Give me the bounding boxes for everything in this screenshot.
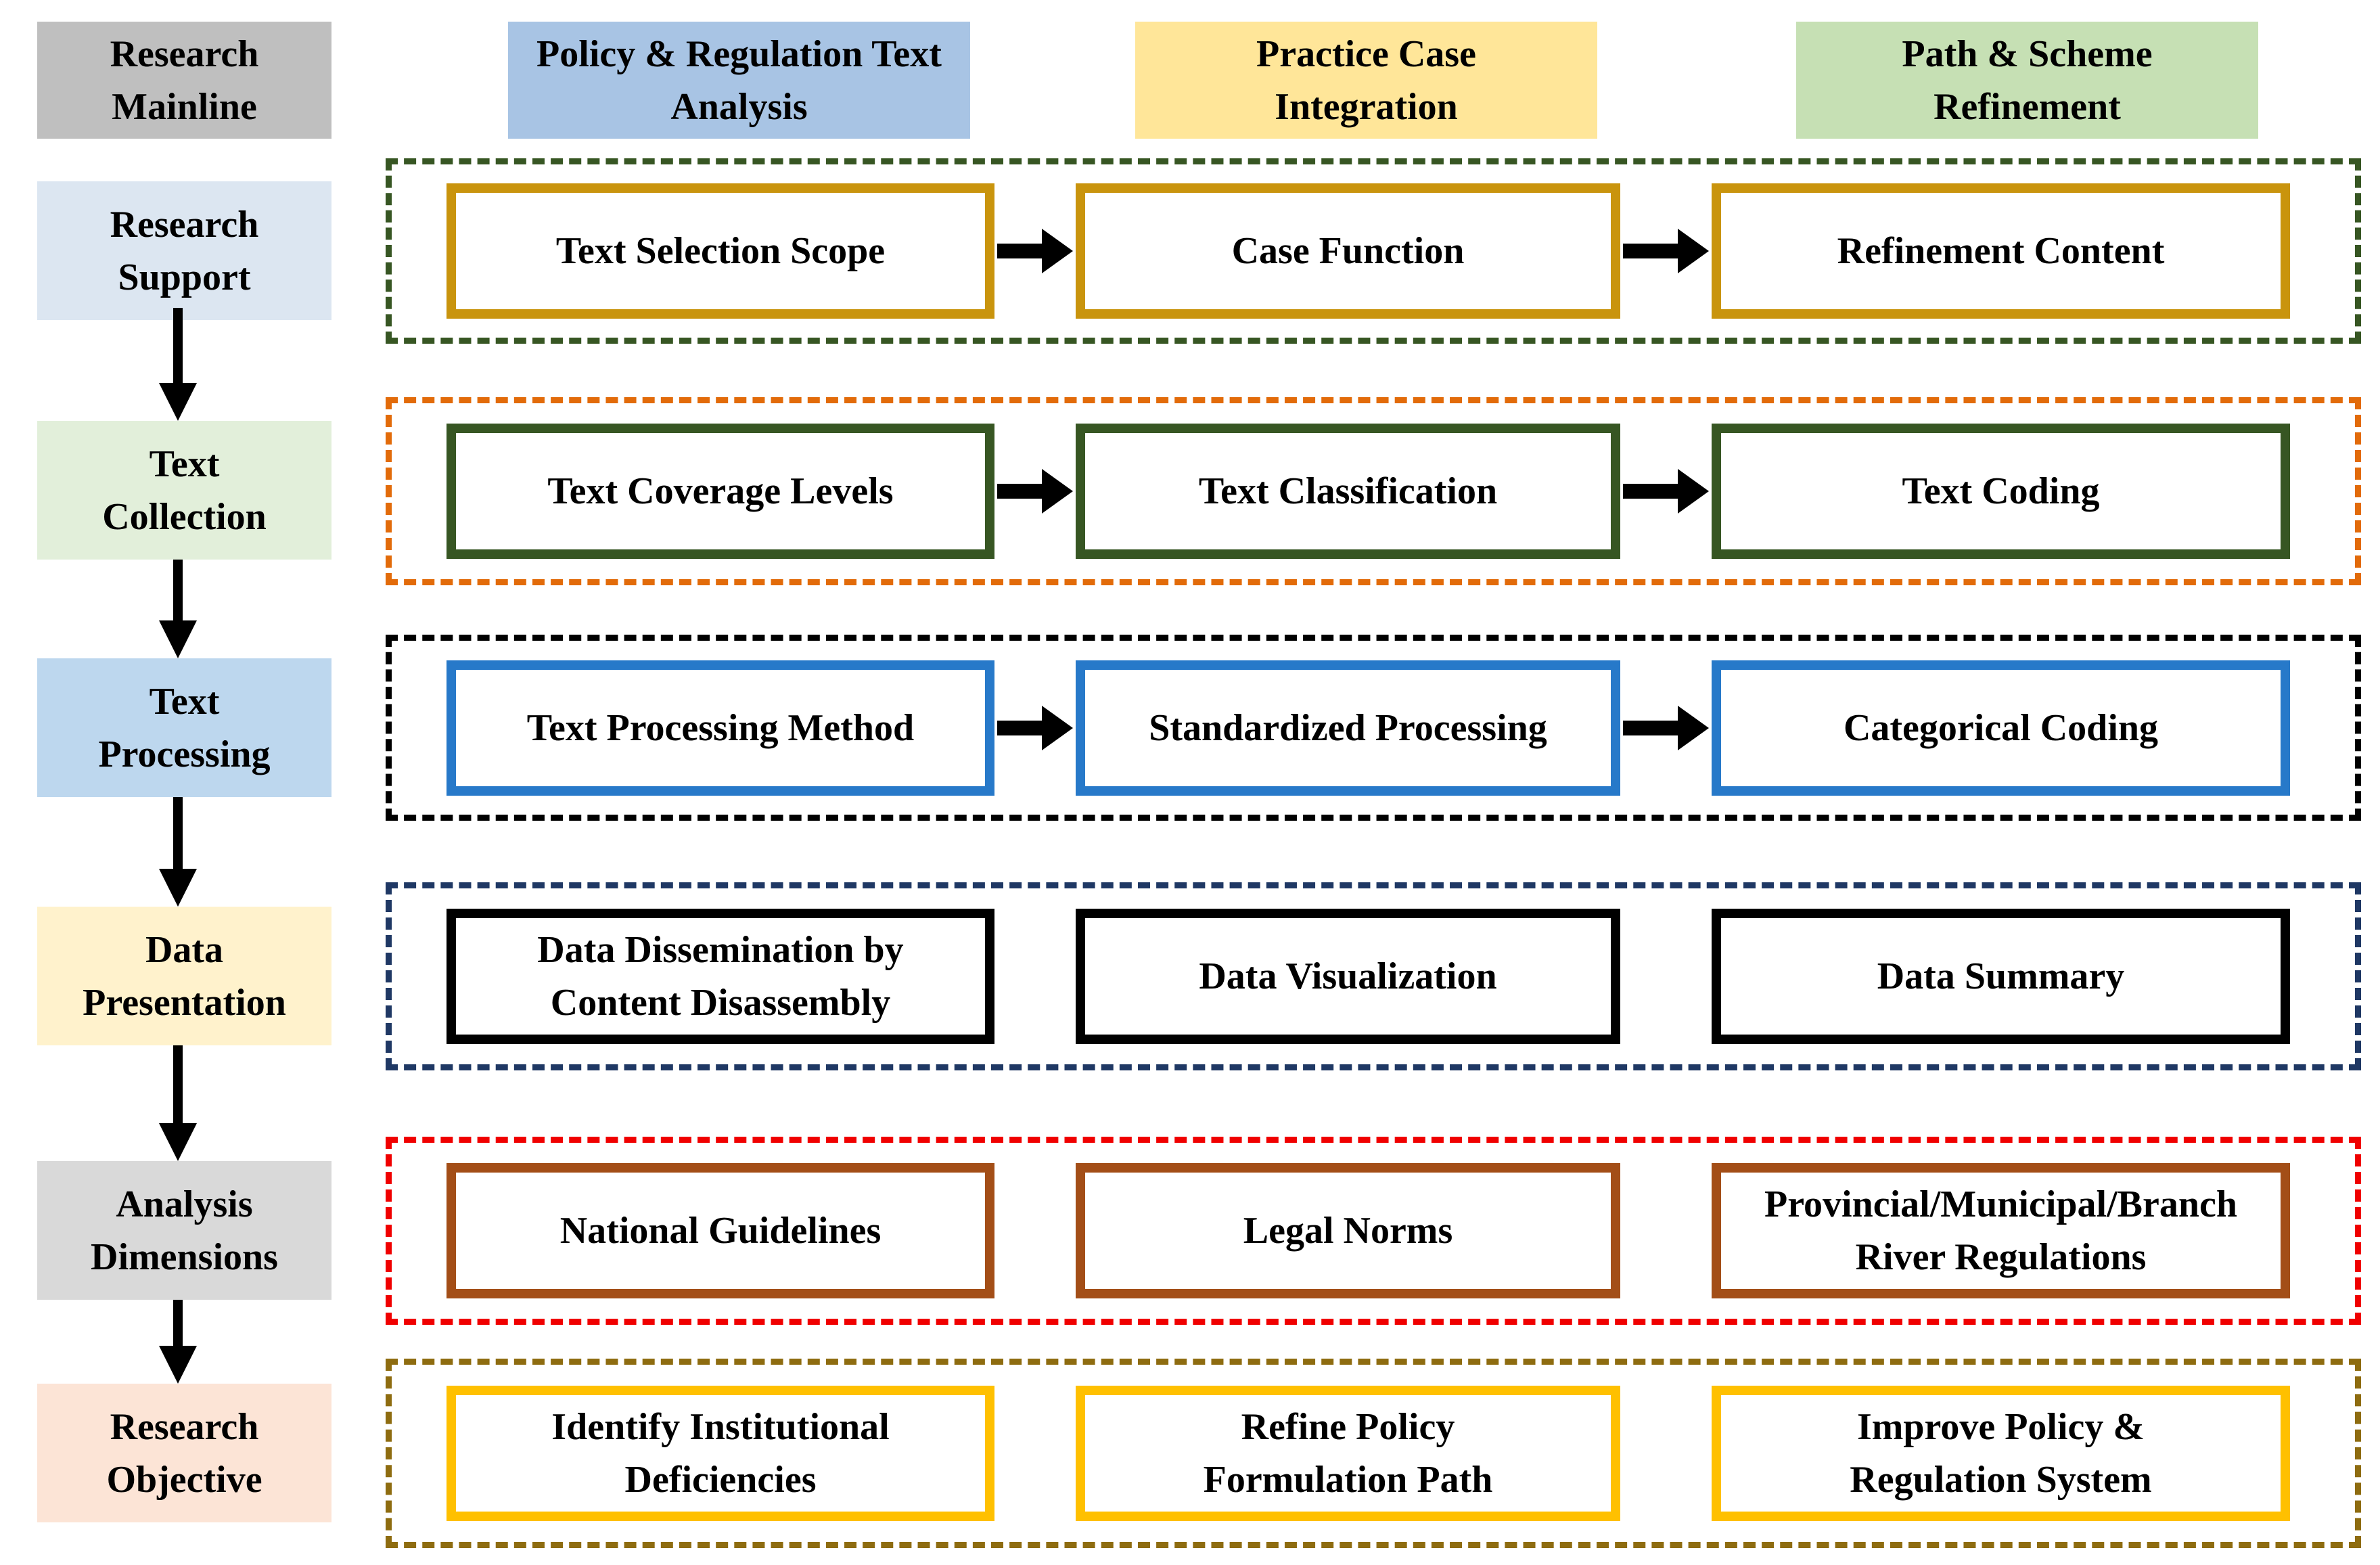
flow-box-national-guidelines: National Guidelines — [447, 1163, 994, 1298]
flow-box-refinement-content: Refinement Content — [1712, 183, 2290, 319]
header-path-scheme-refinement: Path & Scheme Refinement — [1796, 22, 2258, 139]
flow-box-label: Data Dissemination by Content Disassembl… — [537, 929, 904, 1024]
flow-box-label: Text Selection Scope — [555, 230, 886, 272]
flow-box-data-visualization: Data Visualization — [1076, 909, 1620, 1044]
flow-box-label: Text Coverage Levels — [547, 470, 894, 512]
stage-label: Text Collection — [102, 443, 267, 538]
header-label: Practice Case Integration — [1256, 32, 1476, 128]
flow-box-text-processing-method: Text Processing Method — [447, 660, 994, 796]
flow-box-label: Data Summary — [1877, 955, 2125, 997]
stage-label: Research Support — [110, 203, 259, 298]
header-practice-case-integration: Practice Case Integration — [1135, 22, 1597, 139]
right-arrow-icon — [997, 706, 1073, 750]
flow-box-label: Categorical Coding — [1843, 707, 2159, 749]
dashed-group-research-support — [386, 158, 2361, 344]
flow-box-data-dissemination: Data Dissemination by Content Disassembl… — [447, 909, 994, 1044]
stage-data-presentation: Data Presentation — [37, 907, 331, 1045]
stage-text-collection: Text Collection — [37, 421, 331, 560]
down-arrow-icon — [156, 308, 200, 421]
down-arrow-icon — [156, 1045, 200, 1161]
flow-box-label: Text Coding — [1902, 470, 2100, 512]
header-policy-regulation-text-analysis: Policy & Regulation Text Analysis — [508, 22, 970, 139]
flow-box-label: Provincial/Municipal/Branch River Regula… — [1764, 1183, 2237, 1278]
stage-analysis-dimensions: Analysis Dimensions — [37, 1161, 331, 1300]
flow-box-identify-institutional-deficiencies: Identify Institutional Deficiencies — [447, 1386, 994, 1521]
flow-box-text-selection-scope: Text Selection Scope — [447, 183, 994, 319]
flow-box-legal-norms: Legal Norms — [1076, 1163, 1620, 1298]
right-arrow-icon — [997, 469, 1073, 514]
flow-box-improve-policy-regulation-system: Improve Policy & Regulation System — [1712, 1386, 2290, 1521]
dashed-group-analysis-dimensions — [386, 1137, 2361, 1325]
stage-label: Research Objective — [106, 1405, 262, 1501]
flow-box-data-summary: Data Summary — [1712, 909, 2290, 1044]
dashed-group-data-presentation — [386, 882, 2361, 1070]
right-arrow-icon — [1623, 229, 1709, 273]
flow-box-text-coverage-levels: Text Coverage Levels — [447, 424, 994, 559]
flow-box-standardized-processing: Standardized Processing — [1076, 660, 1620, 796]
flow-box-label: Refine Policy Formulation Path — [1203, 1406, 1493, 1501]
header-research-mainline: Research Mainline — [37, 22, 331, 139]
flow-box-text-coding: Text Coding — [1712, 424, 2290, 559]
down-arrow-icon — [156, 560, 200, 658]
dashed-group-research-objective — [386, 1359, 2361, 1548]
dashed-group-text-collection — [386, 397, 2361, 585]
right-arrow-icon — [1623, 469, 1709, 514]
stage-text-processing: Text Processing — [37, 658, 331, 797]
flow-box-label: Text Processing Method — [526, 707, 915, 749]
flow-box-case-function: Case Function — [1076, 183, 1620, 319]
right-arrow-icon — [997, 229, 1073, 273]
stage-research-objective: Research Objective — [37, 1384, 331, 1522]
flow-box-label: Identify Institutional Deficiencies — [551, 1406, 890, 1501]
down-arrow-icon — [156, 1300, 200, 1384]
flow-box-label: Improve Policy & Regulation System — [1850, 1406, 2152, 1501]
flow-box-label: Text Classification — [1198, 470, 1498, 512]
stage-label: Analysis Dimensions — [91, 1183, 278, 1278]
right-arrow-icon — [1623, 706, 1709, 750]
stage-research-support: Research Support — [37, 181, 331, 320]
stage-label: Data Presentation — [83, 928, 286, 1024]
flow-box-label: Case Function — [1231, 230, 1465, 272]
flow-box-provincial-municipal-branch-river-regulations: Provincial/Municipal/Branch River Regula… — [1712, 1163, 2290, 1298]
flow-box-refine-policy-formulation-path: Refine Policy Formulation Path — [1076, 1386, 1620, 1521]
header-label: Policy & Regulation Text Analysis — [536, 32, 942, 128]
flow-box-label: Refinement Content — [1837, 230, 2165, 272]
flow-box-label: Data Visualization — [1199, 955, 1497, 997]
flow-box-text-classification: Text Classification — [1076, 424, 1620, 559]
header-label: Path & Scheme Refinement — [1902, 32, 2153, 128]
flow-box-label: Standardized Processing — [1149, 707, 1547, 749]
flow-box-categorical-coding: Categorical Coding — [1712, 660, 2290, 796]
down-arrow-icon — [156, 797, 200, 907]
stage-label: Text Processing — [98, 680, 271, 775]
flow-box-label: National Guidelines — [559, 1210, 882, 1252]
header-label: Research Mainline — [110, 32, 259, 128]
dashed-group-text-processing — [386, 635, 2361, 821]
flow-box-label: Legal Norms — [1243, 1210, 1453, 1252]
